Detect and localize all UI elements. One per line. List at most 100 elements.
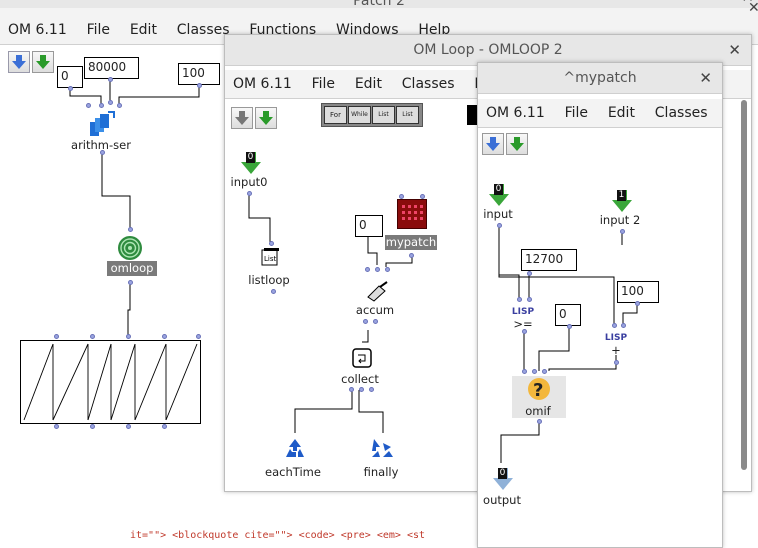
menu-file[interactable]: File — [86, 22, 110, 38]
outlet-dot[interactable] — [537, 419, 542, 424]
outlet-dot[interactable] — [128, 280, 133, 285]
list-icon[interactable]: List — [396, 106, 419, 124]
outlet-dot[interactable] — [635, 301, 640, 306]
inlet-dot[interactable] — [99, 103, 104, 108]
menu-edit[interactable]: Edit — [607, 105, 635, 121]
inlet-dot[interactable] — [399, 194, 404, 199]
arithm-ser-box[interactable] — [88, 110, 116, 138]
menu-classes[interactable]: Classes — [176, 22, 230, 38]
omloop-box[interactable] — [116, 234, 144, 262]
input-2-box[interactable]: 1 — [611, 189, 633, 213]
inlet-dot[interactable] — [532, 369, 537, 374]
export-down-button[interactable] — [255, 107, 277, 129]
inlet-dot[interactable] — [86, 103, 91, 108]
menu-om[interactable]: OM 6.11 — [8, 22, 67, 38]
eachtime-box[interactable] — [283, 437, 307, 461]
export-down-button[interactable] — [506, 133, 528, 155]
finally-box[interactable] — [369, 437, 395, 461]
outlet-dot[interactable] — [527, 271, 532, 276]
inlet-dot[interactable] — [420, 194, 425, 199]
number-box-12700[interactable]: 12700 — [521, 249, 577, 271]
mypatch-window-titlebar[interactable]: ^mypatch ✕ — [478, 63, 722, 94]
menu-file[interactable]: File — [564, 105, 588, 121]
outlet-dot[interactable] — [126, 424, 131, 429]
inlet-dot[interactable] — [126, 334, 131, 339]
outlet-dot[interactable] — [614, 360, 619, 365]
accum-box[interactable] — [365, 281, 389, 303]
inlet-dot[interactable] — [90, 334, 95, 339]
menu-file[interactable]: File — [311, 76, 335, 92]
outlet-dot[interactable] — [271, 289, 276, 294]
inlet-dot[interactable] — [269, 241, 274, 246]
inlet-dot[interactable] — [54, 334, 59, 339]
outlet-dot[interactable] — [54, 424, 59, 429]
inlet-dot[interactable] — [108, 77, 113, 82]
outlet-dot[interactable] — [349, 387, 354, 392]
for-icon[interactable]: For — [324, 106, 347, 124]
menu-functions[interactable]: Fu — [719, 99, 722, 127]
outlet-dot[interactable] — [363, 319, 368, 324]
list-icon[interactable]: List — [372, 106, 395, 124]
number-box-0[interactable]: 0 — [57, 66, 83, 88]
outlet-dot[interactable] — [162, 424, 167, 429]
import-down-button[interactable] — [482, 133, 504, 155]
inlet-dot[interactable] — [621, 323, 626, 328]
outlet-dot[interactable] — [369, 387, 374, 392]
lisp-plus-box[interactable]: LISP — [604, 333, 628, 343]
input0-box[interactable]: 0 — [240, 151, 262, 175]
inlet-dot[interactable] — [365, 267, 370, 272]
output-box[interactable]: 0 — [492, 467, 514, 491]
inlet-dot[interactable] — [197, 83, 202, 88]
close-icon[interactable]: ✕ — [728, 41, 741, 59]
outlet-dot[interactable] — [373, 319, 378, 324]
inlet-dot[interactable] — [128, 227, 133, 232]
outlet-dot[interactable] — [100, 150, 105, 155]
menu-om[interactable]: OM 6.11 — [233, 76, 292, 92]
menu-edit[interactable]: Edit — [129, 22, 157, 38]
outlet-dot[interactable] — [497, 223, 502, 228]
inlet-dot[interactable] — [517, 297, 522, 302]
inlet-dot[interactable] — [117, 103, 122, 108]
while-icon[interactable]: While — [348, 106, 371, 124]
close-icon[interactable]: ✕ — [741, 0, 754, 12]
omif-box[interactable]: ? — [512, 376, 566, 418]
outlet-dot[interactable] — [522, 329, 527, 334]
outlet-dot[interactable] — [90, 424, 95, 429]
outlet-dot[interactable] — [247, 191, 252, 196]
number-box-100[interactable]: 100 — [178, 63, 220, 85]
import-down-button[interactable] — [8, 51, 30, 73]
menu-classes[interactable]: Classes — [654, 105, 708, 121]
omif-label: omif — [525, 404, 551, 418]
number-box-0[interactable]: 0 — [555, 304, 581, 326]
inlet-dot[interactable] — [196, 334, 201, 339]
listloop-box[interactable]: List — [260, 247, 280, 267]
inlet-dot[interactable] — [612, 323, 617, 328]
lisp-ge-box[interactable]: LISP — [511, 307, 535, 317]
number-box-80000[interactable]: 80000 — [84, 57, 139, 79]
inlet-dot[interactable] — [162, 334, 167, 339]
number-box-100[interactable]: 100 — [617, 281, 659, 303]
outlet-dot[interactable] — [359, 387, 364, 392]
number-box-0[interactable]: 0 — [355, 215, 383, 237]
export-down-button[interactable] — [32, 51, 54, 73]
inlet-dot[interactable] — [108, 100, 113, 105]
input-box[interactable]: 0 — [488, 183, 510, 207]
inlet-dot[interactable] — [68, 86, 73, 91]
inlet-dot[interactable] — [375, 267, 380, 272]
inlet-dot[interactable] — [522, 369, 527, 374]
menu-om[interactable]: OM 6.11 — [486, 105, 545, 121]
outlet-dot[interactable] — [620, 229, 625, 234]
inlet-dot[interactable] — [542, 369, 547, 374]
outlet-dot[interactable] — [409, 253, 414, 258]
close-icon[interactable]: ✕ — [699, 69, 712, 87]
import-down-button[interactable] — [231, 107, 253, 129]
inlet-dot[interactable] — [385, 267, 390, 272]
sawtooth-display[interactable] — [20, 340, 201, 424]
collect-box[interactable] — [351, 347, 373, 369]
mypatch-box[interactable] — [397, 199, 427, 229]
menu-classes[interactable]: Classes — [401, 76, 455, 92]
menu-edit[interactable]: Edit — [354, 76, 382, 92]
inlet-dot[interactable] — [527, 297, 532, 302]
vertical-scrollbar[interactable] — [741, 100, 747, 470]
outlet-dot[interactable] — [567, 324, 572, 329]
